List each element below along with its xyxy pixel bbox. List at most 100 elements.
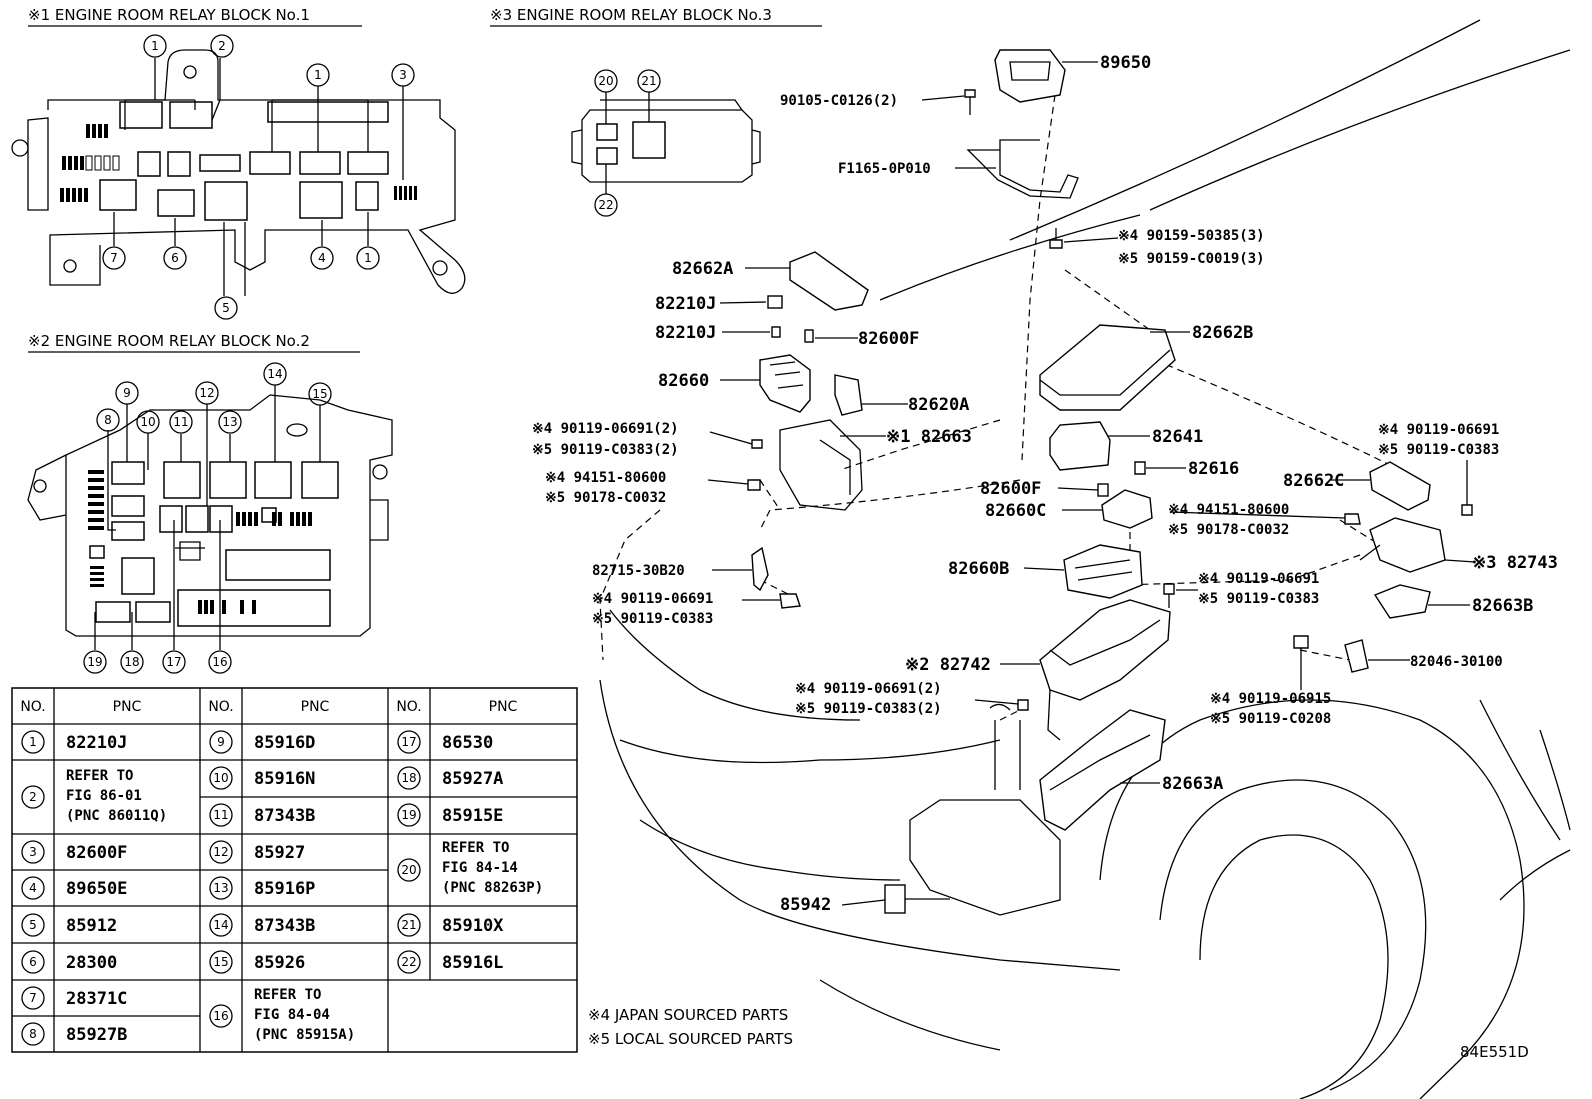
- label-82210J-b: 82210J: [655, 323, 716, 343]
- svg-text:22: 22: [598, 198, 613, 212]
- svg-text:2: 2: [218, 39, 226, 53]
- label-82620A: 82620A: [908, 395, 969, 415]
- svg-text:89650E: 89650E: [66, 879, 127, 899]
- svg-text:5: 5: [29, 918, 37, 932]
- svg-text:87343B: 87343B: [254, 916, 315, 936]
- svg-text:6: 6: [29, 955, 37, 969]
- svg-text:85916D: 85916D: [254, 733, 315, 753]
- label-82663: ※1 82663: [886, 427, 972, 447]
- block1-heading: ※1 ENGINE ROOM RELAY BLOCK No.1: [28, 6, 310, 24]
- label-82600F-b: 82600F: [980, 479, 1041, 499]
- label-90105: 90105-C0126(2): [780, 93, 898, 109]
- vehicle-body-outline: [599, 19, 1571, 1099]
- relay-block-1-drawing: [11, 49, 466, 296]
- svg-text:15: 15: [312, 387, 327, 401]
- label-94151-80600-b: ※4 94151-80600: [1168, 502, 1289, 518]
- svg-text:15: 15: [213, 955, 228, 969]
- svg-text:85927: 85927: [254, 843, 305, 863]
- label-90119-06691-a: ※4 90119-06691(2): [532, 421, 679, 437]
- label-90119-06915: ※4 90119-06915: [1210, 691, 1331, 707]
- svg-text:REFER TO: REFER TO: [254, 987, 321, 1003]
- svg-text:82600F: 82600F: [66, 843, 127, 863]
- block2-heading: ※2 ENGINE ROOM RELAY BLOCK No.2: [28, 332, 310, 350]
- label-90178-C0032-a: ※5 90178-C0032: [545, 490, 666, 506]
- label-82616: 82616: [1188, 459, 1239, 479]
- relay-block-2-drawing: [27, 385, 393, 650]
- svg-text:85927A: 85927A: [442, 769, 503, 789]
- svg-text:87343B: 87343B: [254, 806, 315, 826]
- table-header-no-3: NO.: [396, 699, 421, 715]
- svg-text:16: 16: [212, 655, 227, 669]
- svg-text:7: 7: [29, 991, 37, 1005]
- label-82743: ※3 82743: [1472, 553, 1558, 573]
- label-82715-30B20: 82715-30B20: [592, 563, 685, 579]
- svg-text:13: 13: [213, 881, 228, 895]
- svg-text:19: 19: [401, 808, 416, 822]
- label-94151-80600-a: ※4 94151-80600: [545, 470, 666, 486]
- svg-text:20: 20: [401, 863, 416, 877]
- svg-text:9: 9: [123, 386, 131, 400]
- label-90119-06691-e: ※4 90119-06691(2): [795, 681, 942, 697]
- svg-text:5: 5: [222, 301, 230, 315]
- svg-text:18: 18: [401, 771, 416, 785]
- svg-text:85912: 85912: [66, 916, 117, 936]
- label-82662C: 82662C: [1283, 471, 1344, 491]
- svg-text:8: 8: [29, 1027, 37, 1041]
- label-90119-06691-c: ※4 90119-06691: [592, 591, 713, 607]
- svg-text:FIG 84-04: FIG 84-04: [254, 1007, 330, 1023]
- svg-text:85915E: 85915E: [442, 806, 503, 826]
- svg-text:1: 1: [314, 68, 322, 82]
- label-82660: 82660: [658, 371, 709, 391]
- dashed-guide-lines: [599, 94, 1401, 721]
- label-F1165: F1165-0P010: [838, 161, 931, 177]
- label-82663B: 82663B: [1472, 596, 1533, 616]
- label-82663A: 82663A: [1162, 774, 1223, 794]
- svg-text:14: 14: [267, 367, 282, 381]
- svg-text:19: 19: [87, 655, 102, 669]
- label-82210J-a: 82210J: [655, 294, 716, 314]
- pnc-table: NO. PNC NO. PNC NO. PNC 1 82210J 2 REFER…: [11, 687, 578, 1053]
- label-82662A: 82662A: [672, 259, 733, 279]
- table-header-pnc-3: PNC: [489, 699, 518, 715]
- label-82662B: 82662B: [1192, 323, 1253, 343]
- part-shapes: [747, 49, 1473, 916]
- svg-text:21: 21: [401, 918, 416, 932]
- svg-text:3: 3: [399, 68, 407, 82]
- svg-text:85910X: 85910X: [442, 916, 504, 936]
- svg-text:85916P: 85916P: [254, 879, 315, 899]
- svg-text:17: 17: [166, 655, 181, 669]
- part-labels: 89650 90105-C0126(2) F1165-0P010 ※4 9015…: [532, 53, 1558, 915]
- svg-text:82210J: 82210J: [66, 733, 127, 753]
- figure-code: 84E551D: [1460, 1043, 1529, 1061]
- svg-text:3: 3: [29, 845, 37, 859]
- table-header-pnc-2: PNC: [301, 699, 330, 715]
- svg-text:10: 10: [140, 415, 155, 429]
- svg-text:1: 1: [151, 39, 159, 53]
- block1-callouts: 1 2 1 3 7 6 5 4 1: [102, 34, 415, 320]
- svg-text:FIG 84-14: FIG 84-14: [442, 860, 518, 876]
- label-82046-30100: 82046-30100: [1410, 654, 1503, 670]
- svg-text:1: 1: [364, 251, 372, 265]
- label-90119-C0383-e: ※5 90119-C0383(2): [795, 701, 942, 717]
- label-90119-C0383-r: ※5 90119-C0383: [1378, 442, 1499, 458]
- svg-text:2: 2: [29, 790, 37, 804]
- svg-text:85926: 85926: [254, 953, 305, 973]
- svg-text:(PNC 86011Q): (PNC 86011Q): [66, 808, 167, 824]
- svg-text:12: 12: [213, 845, 228, 859]
- note-local-sourced: ※5 LOCAL SOURCED PARTS: [588, 1030, 793, 1048]
- label-82660B: 82660B: [948, 559, 1009, 579]
- svg-text:4: 4: [29, 881, 37, 895]
- block3-callouts: 20 21 22: [594, 69, 661, 217]
- label-82660C: 82660C: [985, 501, 1046, 521]
- svg-text:85916L: 85916L: [442, 953, 503, 973]
- svg-text:1: 1: [29, 735, 37, 749]
- label-90119-06691-r: ※4 90119-06691: [1378, 422, 1499, 438]
- label-82641: 82641: [1152, 427, 1203, 447]
- svg-text:16: 16: [213, 1009, 228, 1023]
- svg-text:(PNC 88263P): (PNC 88263P): [442, 880, 543, 896]
- relay-block-3-drawing: [571, 92, 761, 194]
- label-89650: 89650: [1100, 53, 1151, 73]
- svg-text:8: 8: [104, 413, 112, 427]
- label-90178-C0032-b: ※5 90178-C0032: [1168, 522, 1289, 538]
